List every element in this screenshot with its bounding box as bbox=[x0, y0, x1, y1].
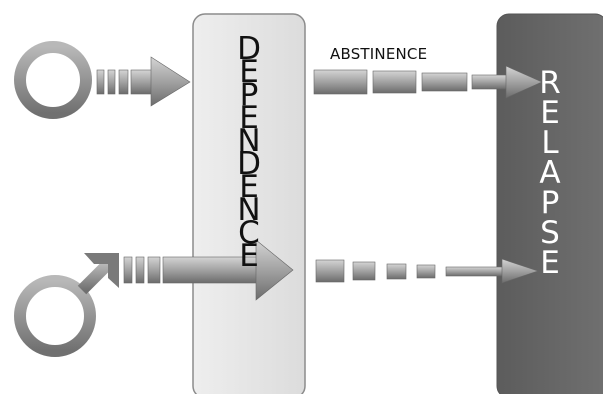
female-to-dependence-arrow bbox=[96, 56, 191, 107]
relapse-letter: S bbox=[540, 215, 560, 251]
abstinence-arrow bbox=[313, 65, 543, 99]
dependence-letter: D bbox=[237, 31, 261, 67]
relapse-letter: E bbox=[540, 245, 560, 281]
dependence-letter: E bbox=[239, 54, 259, 90]
relapse-letter: R bbox=[539, 65, 561, 101]
relapse-letter: E bbox=[540, 95, 560, 131]
female-symbol-icon bbox=[14, 41, 92, 168]
dependence-letter: N bbox=[237, 192, 261, 228]
dependence-letter: P bbox=[239, 77, 259, 113]
male-symbol-icon bbox=[14, 253, 119, 357]
dependence-letter: C bbox=[238, 215, 260, 251]
dependence-letter: N bbox=[237, 123, 261, 159]
dependence-letter: D bbox=[237, 146, 261, 182]
relapse-letter: P bbox=[540, 185, 560, 221]
dependence-letter: E bbox=[239, 238, 259, 274]
relapse-letter: L bbox=[541, 125, 559, 161]
dependence-letter: E bbox=[239, 100, 259, 136]
relapse-letter: A bbox=[539, 155, 561, 191]
male-relapse-arrow bbox=[315, 258, 539, 284]
abstinence-label: ABSTINENCE bbox=[330, 45, 428, 63]
dependence-letter: E bbox=[239, 169, 259, 205]
male-to-dependence-arrow bbox=[123, 239, 294, 301]
